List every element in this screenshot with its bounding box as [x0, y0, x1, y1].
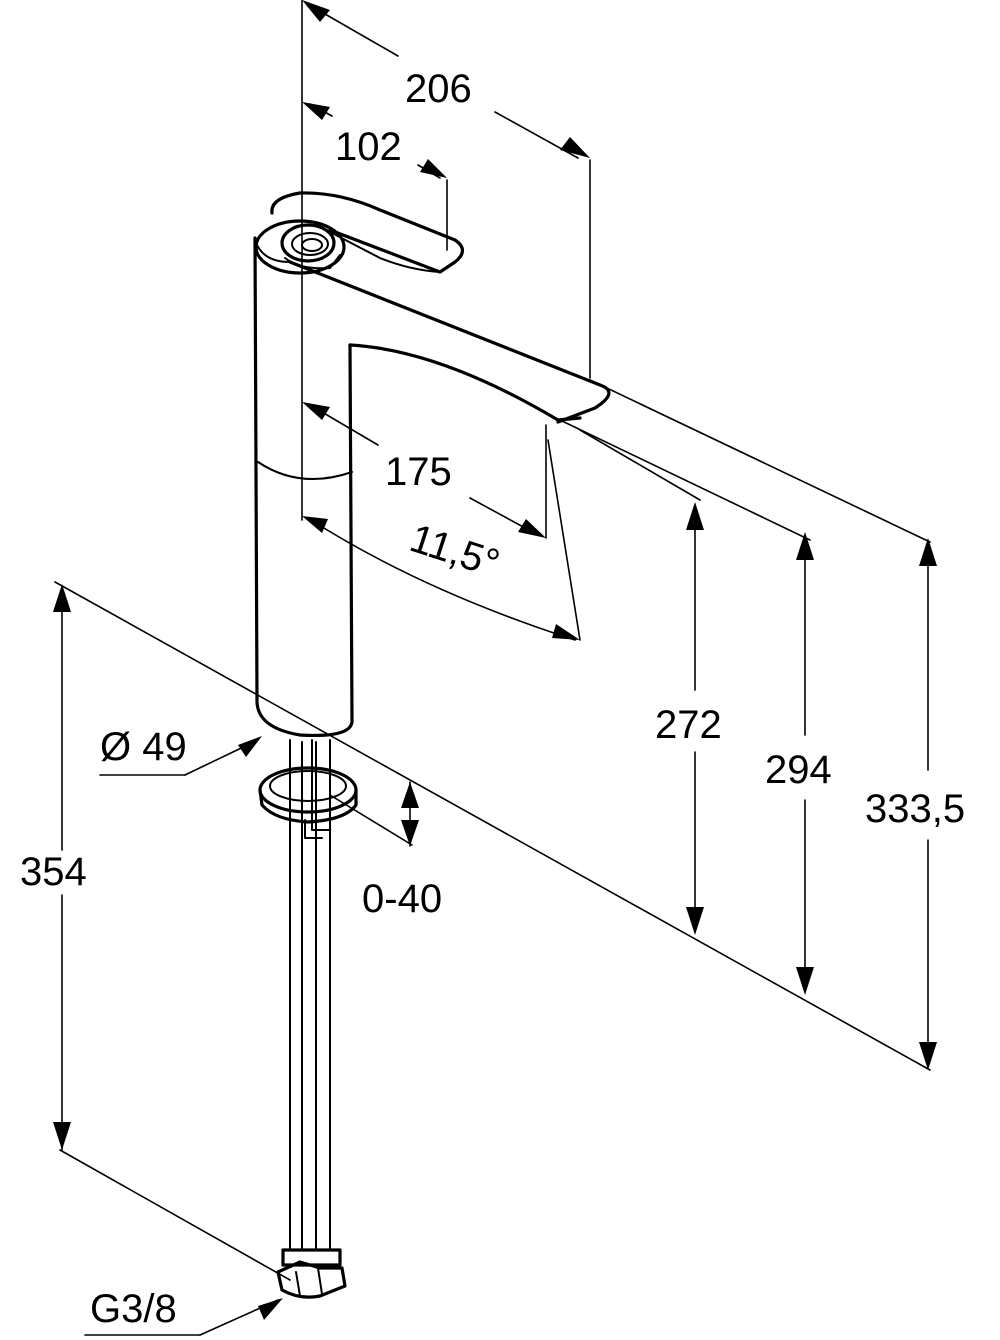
dim-outlet-height: 272	[655, 703, 722, 747]
dimension-labels: 206 102 175 11,5° 272 294 333,5 Ø 49 0-4…	[20, 67, 965, 1331]
dim-connection-thread: G3/8	[90, 1287, 177, 1331]
faucet-lever	[270, 191, 465, 274]
dimension-lines	[54, 0, 931, 1336]
dimension-arrows	[53, 0, 937, 1320]
dim-spout-angle: 11,5°	[405, 516, 505, 586]
mounting-assembly	[258, 739, 358, 1299]
dim-body-diameter: Ø 49	[100, 725, 187, 769]
dim-width-total: 206	[405, 67, 472, 111]
dim-total-height: 333,5	[865, 787, 965, 831]
dim-spout-reach: 175	[385, 450, 452, 494]
dim-lever-length: 102	[335, 125, 402, 169]
dim-hose-length: 354	[20, 850, 87, 894]
dim-countertop-thickness: 0-40	[362, 877, 442, 921]
dim-spout-top-height: 294	[765, 748, 832, 792]
